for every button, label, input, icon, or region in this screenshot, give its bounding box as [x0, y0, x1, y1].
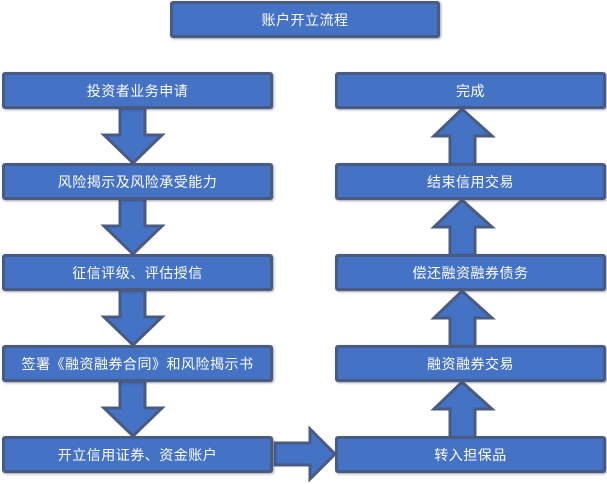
step-end-credit-trading: 结束信用交易 — [335, 163, 606, 200]
arrow-up-3 — [430, 197, 496, 258]
arrow-down-4 — [100, 379, 166, 439]
step-transfer-collateral: 转入担保品 — [335, 436, 606, 473]
step-complete: 完成 — [335, 72, 606, 109]
arrow-up-2 — [430, 288, 496, 349]
step-margin-trading: 融资融券交易 — [335, 345, 606, 382]
step-credit-rating: 征信评级、评估授信 — [2, 254, 273, 291]
step-sign-contract: 签署《融资融券合同》和风险揭示书 — [2, 345, 273, 382]
arrow-up-1 — [430, 379, 496, 440]
step-open-credit-account: 开立信用证券、资金账户 — [2, 436, 273, 473]
arrow-up-4 — [430, 106, 496, 167]
arrow-down-2 — [100, 197, 166, 257]
diagram-title: 账户开立流程 — [170, 1, 440, 38]
arrow-down-1 — [100, 106, 166, 166]
arrow-right — [273, 425, 338, 483]
arrow-down-3 — [100, 288, 166, 348]
step-investor-application: 投资者业务申请 — [2, 72, 273, 109]
step-repay-debt: 偿还融资融券债务 — [335, 254, 606, 291]
step-risk-disclosure: 风险揭示及风险承受能力 — [2, 163, 273, 200]
